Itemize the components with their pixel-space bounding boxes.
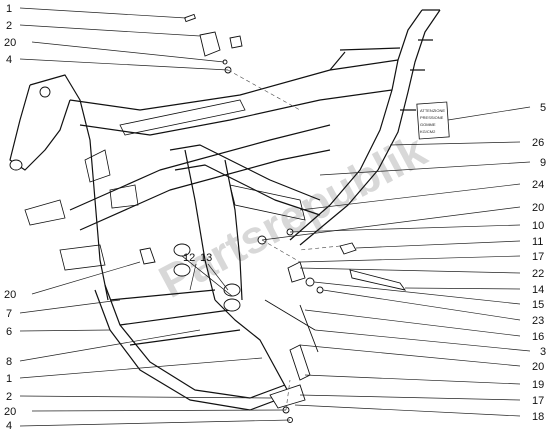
callout-r1: 5 bbox=[540, 102, 546, 114]
callout-r13: 16 bbox=[532, 331, 544, 343]
label-line-3: GOMME bbox=[420, 122, 436, 127]
pin-16 bbox=[299, 304, 319, 353]
callout-l10: 2 bbox=[6, 391, 12, 403]
rear-rail-inner bbox=[299, 9, 441, 246]
steering-head bbox=[9, 159, 23, 171]
silent-block-12b bbox=[173, 263, 191, 277]
callout-l12: 4 bbox=[6, 420, 12, 429]
washer-23 bbox=[316, 286, 324, 294]
top-bolt bbox=[184, 13, 196, 23]
upper-tube-1 bbox=[69, 59, 399, 111]
label-line-4: KG/CM2 bbox=[420, 129, 436, 134]
top-clip bbox=[229, 35, 243, 49]
callout-l11: 20 bbox=[4, 406, 16, 418]
callout-r14: 3 bbox=[540, 346, 546, 358]
silent-block-13 bbox=[223, 283, 241, 297]
callout-r3: 9 bbox=[540, 157, 546, 169]
lower-bracket-2 bbox=[269, 384, 306, 409]
callout-r17: 17 bbox=[532, 395, 544, 407]
front-down-tube bbox=[29, 74, 109, 301]
silent-block-13b bbox=[223, 298, 241, 312]
callouts-right: 5 26 9 24 20 10 11 17 22 14 15 23 16 3 2… bbox=[532, 102, 546, 423]
assembly-lines bbox=[227, 69, 341, 411]
engine-mount-plate bbox=[59, 244, 106, 271]
headstock-top bbox=[39, 86, 51, 98]
main-spine bbox=[69, 124, 331, 211]
callout-r12: 23 bbox=[532, 315, 544, 327]
callout-r11: 15 bbox=[532, 299, 544, 311]
callout-r5: 20 bbox=[532, 202, 544, 214]
center-rail-2 bbox=[174, 164, 321, 216]
side-gusset bbox=[84, 149, 111, 183]
leader-lines bbox=[19, 7, 531, 427]
tank-bracket bbox=[109, 184, 139, 209]
callout-l2: 2 bbox=[6, 20, 12, 32]
callout-c2: 13 bbox=[200, 252, 212, 264]
upper-tube-2 bbox=[79, 89, 393, 136]
tire-pressure-label: ATTENZIONE PRESSIONE GOMME KG/CM2 bbox=[416, 101, 450, 140]
callout-l9: 1 bbox=[6, 373, 12, 385]
dash-4 bbox=[299, 245, 341, 251]
callout-r6: 10 bbox=[532, 220, 544, 232]
callout-r4: 24 bbox=[532, 179, 544, 191]
left-bracket-20 bbox=[139, 247, 156, 265]
upper-plate bbox=[119, 99, 246, 136]
label-plate bbox=[416, 101, 450, 140]
callout-l5: 20 bbox=[4, 289, 16, 301]
headstock-gusset bbox=[9, 84, 71, 171]
callout-r18: 18 bbox=[532, 411, 544, 423]
dash-1 bbox=[227, 69, 301, 111]
label-line-1: ATTENZIONE bbox=[420, 108, 445, 113]
parts: ATTENZIONE PRESSIONE GOMME KG/CM2 bbox=[139, 13, 450, 423]
callout-r9: 22 bbox=[532, 268, 544, 280]
callouts-left: 1 2 20 4 20 7 6 8 1 2 20 4 bbox=[4, 3, 16, 429]
label-line-2: PRESSIONE bbox=[420, 115, 444, 120]
shaft-3 bbox=[264, 299, 316, 331]
callout-r2: 26 bbox=[532, 137, 544, 149]
washer-15 bbox=[305, 277, 315, 287]
seat-bridge bbox=[329, 47, 401, 71]
callout-r7: 11 bbox=[532, 236, 543, 248]
cradle-rear bbox=[214, 299, 291, 396]
post-left bbox=[184, 149, 216, 301]
callout-l6: 7 bbox=[6, 308, 12, 320]
cradle-loop-outer bbox=[94, 289, 291, 411]
rear-crossbars bbox=[400, 39, 433, 111]
callout-r16: 19 bbox=[532, 379, 544, 391]
callout-r10: 14 bbox=[532, 284, 544, 296]
pivot-shaft bbox=[181, 255, 233, 297]
callout-l1: 1 bbox=[6, 3, 12, 15]
callout-r15: 20 bbox=[532, 361, 544, 373]
callout-r8: 17 bbox=[532, 251, 544, 263]
stand-bracket-22 bbox=[287, 261, 306, 283]
front-bracket-plate bbox=[24, 199, 66, 226]
dash-2 bbox=[261, 239, 301, 263]
callout-l7: 6 bbox=[6, 326, 12, 338]
callout-l8: 8 bbox=[6, 356, 12, 368]
callout-c1: 12 bbox=[183, 252, 195, 264]
center-rail bbox=[169, 144, 321, 201]
callout-l3: 20 bbox=[4, 37, 16, 49]
cradle-loop-inner bbox=[104, 284, 286, 399]
side-stand-14 bbox=[349, 269, 407, 291]
battery-tray bbox=[229, 184, 306, 221]
lower-cross-tubes bbox=[109, 289, 241, 346]
motorcycle-frame bbox=[9, 9, 441, 411]
dash-3 bbox=[285, 379, 291, 411]
callouts-center: 12 13 bbox=[183, 252, 212, 264]
callout-l4: 4 bbox=[6, 54, 12, 66]
top-bracket bbox=[199, 31, 221, 57]
rear-rail-outer bbox=[289, 9, 423, 241]
spring-11 bbox=[339, 242, 357, 255]
